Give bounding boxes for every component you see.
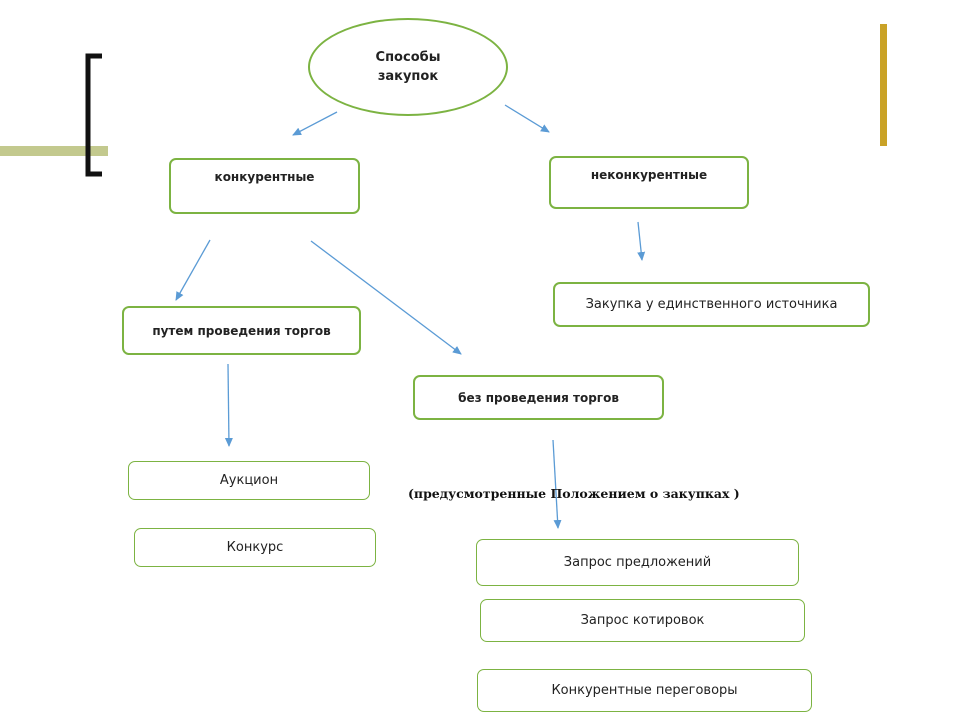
node-competitive-negotiations: Конкурентные переговоры	[477, 669, 812, 712]
arrow-competitive-to-with-tender	[175, 239, 211, 301]
node-single-source: Закупка у единственного источника	[553, 282, 870, 327]
node-competitive: конкурентные	[169, 158, 360, 214]
root-node-procurement-methods: Способы закупок	[308, 18, 508, 116]
arrow-with-tender-to-auction	[224, 363, 233, 447]
arrow-competitive-to-without-tender	[310, 240, 462, 355]
bracket-decoration	[85, 53, 102, 177]
olive-bar-decoration	[0, 146, 108, 156]
node-contest: Конкурс	[134, 528, 376, 567]
node-with-tender: путем проведения торгов	[122, 306, 361, 355]
node-auction: Аукцион	[128, 461, 370, 500]
regulation-note: (предусмотренные Положением о закупках )	[408, 486, 740, 501]
gold-bar-decoration	[880, 24, 887, 146]
node-without-tender: без проведения торгов	[413, 375, 664, 420]
arrow-noncompetitive-to-single-source	[637, 221, 646, 261]
arrow-without-tender-to-requests	[552, 439, 562, 529]
node-request-proposals: Запрос предложений	[476, 539, 799, 586]
node-request-quotes: Запрос котировок	[480, 599, 805, 642]
arrow-root-to-competitive	[292, 111, 338, 136]
arrow-root-to-noncompetitive	[504, 104, 550, 133]
node-noncompetitive: неконкурентные	[549, 156, 749, 209]
